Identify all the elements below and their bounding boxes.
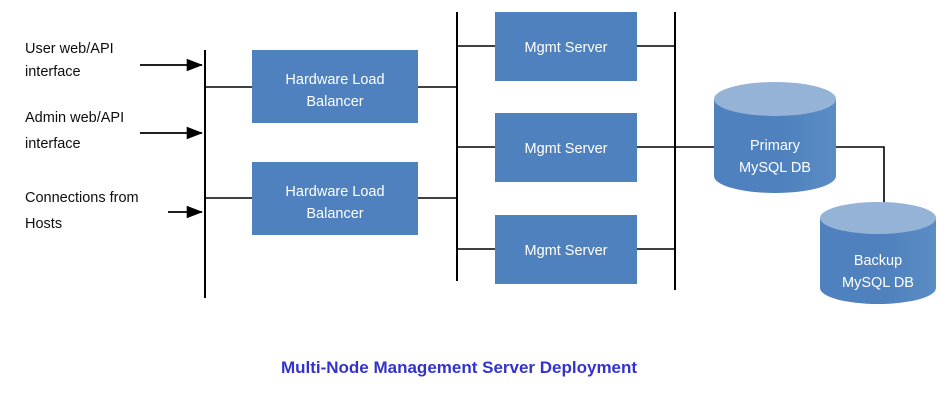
connector-primary-db-to-backup-db: [836, 146, 885, 222]
load-balancer-2-label-line2: Balancer: [306, 206, 363, 222]
backup-db-label-line1: Backup: [854, 253, 902, 269]
diagram-title: Multi-Node Management Server Deployment: [281, 358, 637, 377]
load-balancer-1-label-line1: Hardware Load: [285, 72, 384, 88]
node-primary-mysql-db[interactable]: Primary MySQL DB: [714, 82, 836, 193]
primary-db-cylinder-body: [714, 99, 836, 193]
input-label-3-line2: Hosts: [25, 216, 62, 232]
mgmt-server-2-box: [495, 113, 637, 182]
input-label-2-line1: Admin web/API: [25, 110, 124, 126]
node-mgmt-server-3[interactable]: Mgmt Server: [495, 215, 637, 284]
load-balancer-2-label-line1: Hardware Load: [285, 184, 384, 200]
input-label-1-line2: interface: [25, 64, 81, 80]
input-label-3-line1: Connections from: [25, 190, 139, 206]
mgmt-server-1-label: Mgmt Server: [525, 40, 608, 56]
primary-db-label-line1: Primary: [750, 138, 801, 154]
mgmt-server-3-box: [495, 215, 637, 284]
primary-db-label-line2: MySQL DB: [739, 160, 811, 176]
label-user-web-api-interface: User web/API interface: [25, 41, 114, 80]
load-balancer-1-label-line2: Balancer: [306, 94, 363, 110]
backup-db-cylinder-top: [820, 202, 936, 234]
node-hardware-load-balancer-2[interactable]: Hardware Load Balancer: [252, 162, 418, 235]
input-label-2-line2: interface: [25, 136, 81, 152]
load-balancer-2-box: [252, 162, 418, 235]
node-backup-mysql-db[interactable]: Backup MySQL DB: [820, 202, 936, 304]
load-balancer-1-box: [252, 50, 418, 123]
node-mgmt-server-2[interactable]: Mgmt Server: [495, 113, 637, 182]
label-connections-from-hosts: Connections from Hosts: [25, 190, 139, 232]
mgmt-server-3-label: Mgmt Server: [525, 243, 608, 259]
node-mgmt-server-1[interactable]: Mgmt Server: [495, 12, 637, 81]
input-label-1-line1: User web/API: [25, 41, 114, 57]
mgmt-server-2-label: Mgmt Server: [525, 141, 608, 157]
primary-db-cylinder-top: [714, 82, 836, 116]
label-admin-web-api-interface: Admin web/API interface: [25, 110, 124, 152]
mgmt-server-1-box: [495, 12, 637, 81]
backup-db-label-line2: MySQL DB: [842, 275, 914, 291]
node-hardware-load-balancer-1[interactable]: Hardware Load Balancer: [252, 50, 418, 123]
backup-db-cylinder-body: [820, 218, 936, 304]
